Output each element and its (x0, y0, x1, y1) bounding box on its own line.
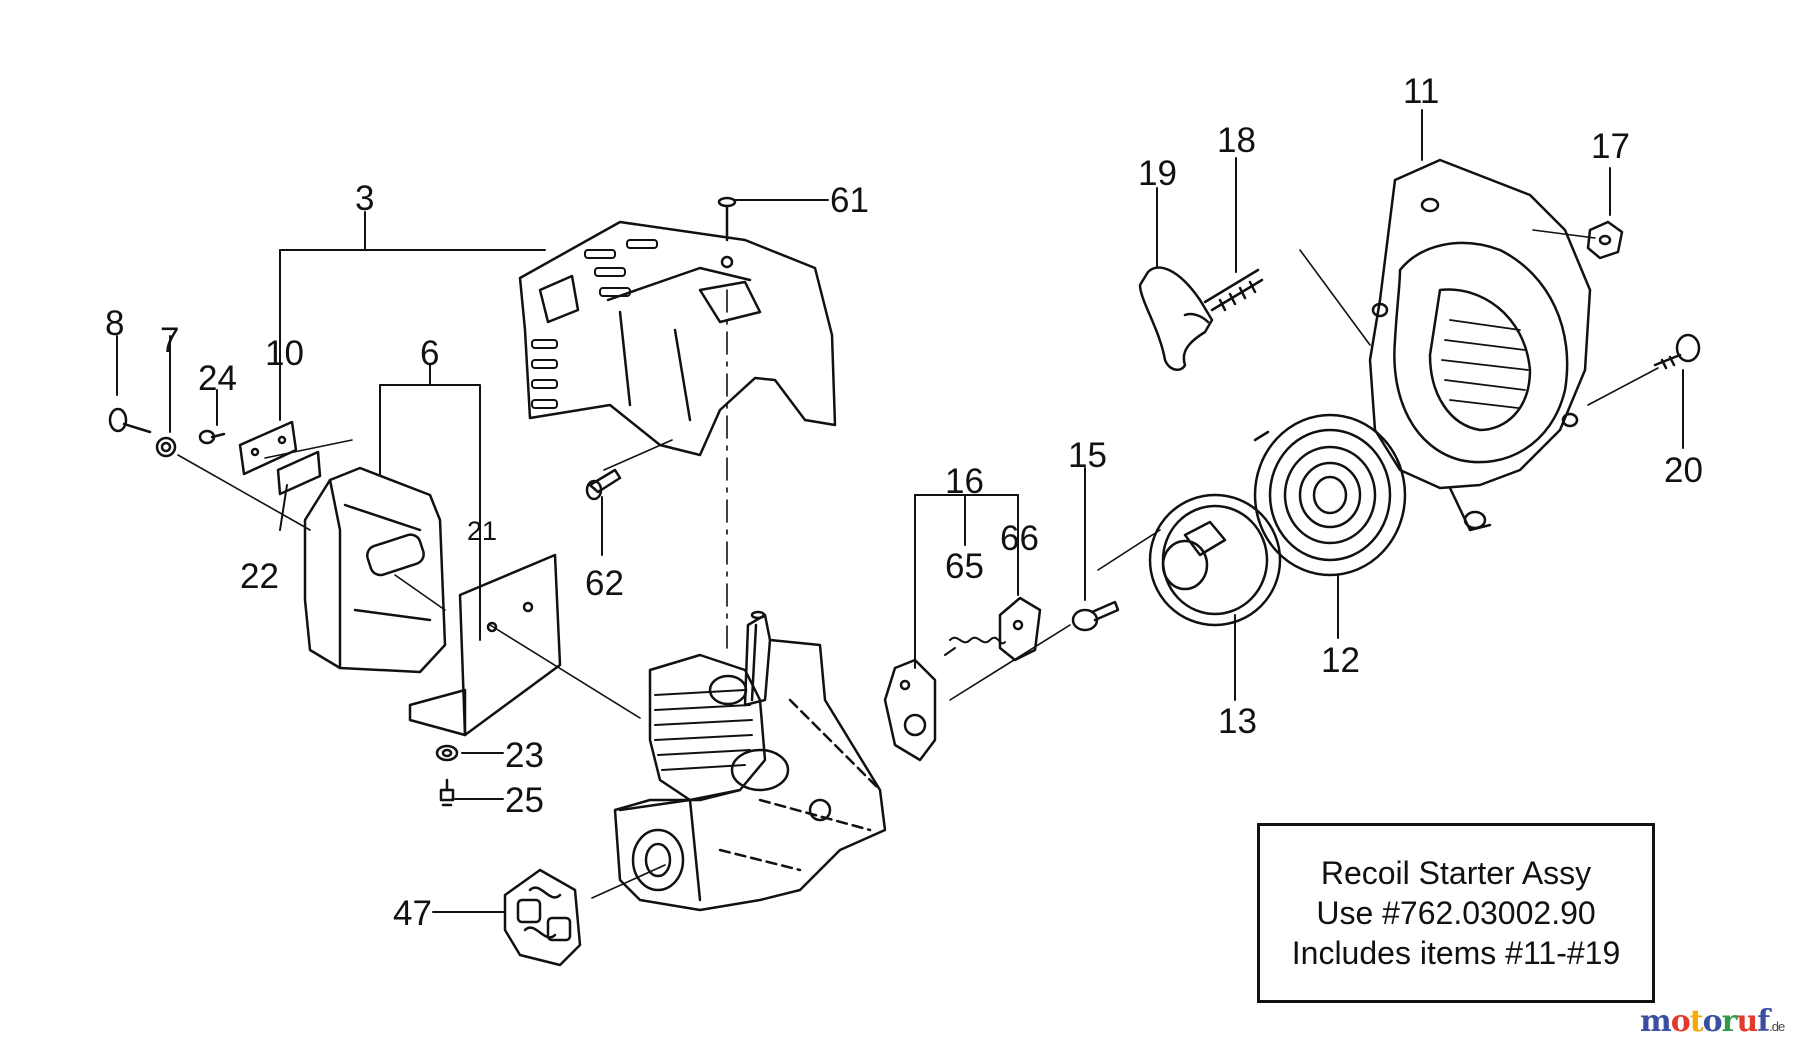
watermark-letter: t (1689, 1004, 1704, 1039)
part-label-7: 7 (160, 321, 179, 360)
part-label-25: 25 (505, 781, 544, 820)
part-label-3: 3 (355, 179, 374, 218)
engine-block (613, 610, 887, 912)
part-label-17: 17 (1591, 127, 1630, 166)
part-label-10: 10 (265, 334, 304, 373)
pin-61 (717, 196, 737, 242)
part-labels: 3 61 10 6 8 7 24 22 21 62 23 25 47 16 65… (105, 72, 1703, 933)
watermark-letter: o (1702, 1004, 1723, 1039)
watermark-letter: f (1757, 1004, 1770, 1039)
muffler (303, 466, 447, 674)
watermark-letter: u (1736, 1004, 1758, 1039)
pulley-13 (1148, 493, 1282, 627)
part-label-23: 23 (505, 736, 544, 775)
watermark-letter: o (1670, 1004, 1691, 1039)
assembly-lines (177, 229, 1659, 899)
note-line-2: Use #762.03002.90 (1316, 895, 1596, 931)
bolt-25 (439, 778, 455, 807)
plate-10 (238, 420, 298, 476)
part-label-62: 62 (585, 564, 624, 603)
watermark-letter: r (1721, 1004, 1738, 1039)
part-label-13: 13 (1218, 702, 1257, 741)
ignition-module (883, 658, 937, 762)
heat-shield (408, 553, 562, 737)
nut-23 (435, 744, 459, 762)
gasket-22 (276, 450, 322, 496)
note-line-1: Recoil Starter Assy (1320, 855, 1592, 891)
part-label-8: 8 (105, 304, 124, 343)
recoil-starter-note-box: Recoil Starter Assy Use #762.03002.90 In… (1257, 823, 1655, 1003)
spring-reel-12 (1253, 413, 1407, 577)
starter-housing (1368, 158, 1592, 532)
part-label-61: 61 (830, 181, 869, 220)
part-label-65: 65 (945, 547, 984, 586)
part-label-18: 18 (1217, 121, 1256, 160)
part-label-20: 20 (1664, 451, 1703, 490)
bracket-66 (998, 596, 1042, 662)
washer-7 (155, 436, 177, 458)
bolt-8 (108, 407, 152, 434)
rope-18 (1203, 268, 1264, 312)
part-label-6: 6 (420, 334, 439, 373)
part-label-21: 21 (467, 516, 497, 546)
spring-65 (944, 636, 1006, 656)
part-label-24: 24 (198, 359, 237, 398)
bolt-20 (1653, 333, 1701, 370)
part-label-66: 66 (1000, 519, 1039, 558)
motoruf-watermark-logo: motoruf.de (1640, 1004, 1785, 1039)
engine-cover (518, 220, 837, 457)
screw-15 (1071, 600, 1120, 632)
part-label-16: 16 (945, 462, 984, 501)
leader-lines (116, 109, 1684, 913)
handle-19 (1138, 266, 1214, 371)
screw-62 (585, 468, 622, 501)
watermark-letter: m (1640, 1004, 1672, 1039)
part-label-22: 22 (240, 557, 279, 596)
part-label-11: 11 (1403, 72, 1439, 111)
note-line-3: Includes items #11-#19 (1291, 935, 1621, 971)
watermark-suffix: .de (1769, 1019, 1785, 1034)
part-label-15: 15 (1068, 436, 1107, 475)
part-label-12: 12 (1321, 641, 1360, 680)
nut-17 (1586, 220, 1624, 260)
watermark-text: motoruf (1640, 1004, 1770, 1039)
clutch-47 (503, 868, 582, 967)
screw-24 (198, 429, 226, 445)
part-label-19: 19 (1138, 154, 1177, 193)
part-label-47: 47 (393, 894, 432, 933)
